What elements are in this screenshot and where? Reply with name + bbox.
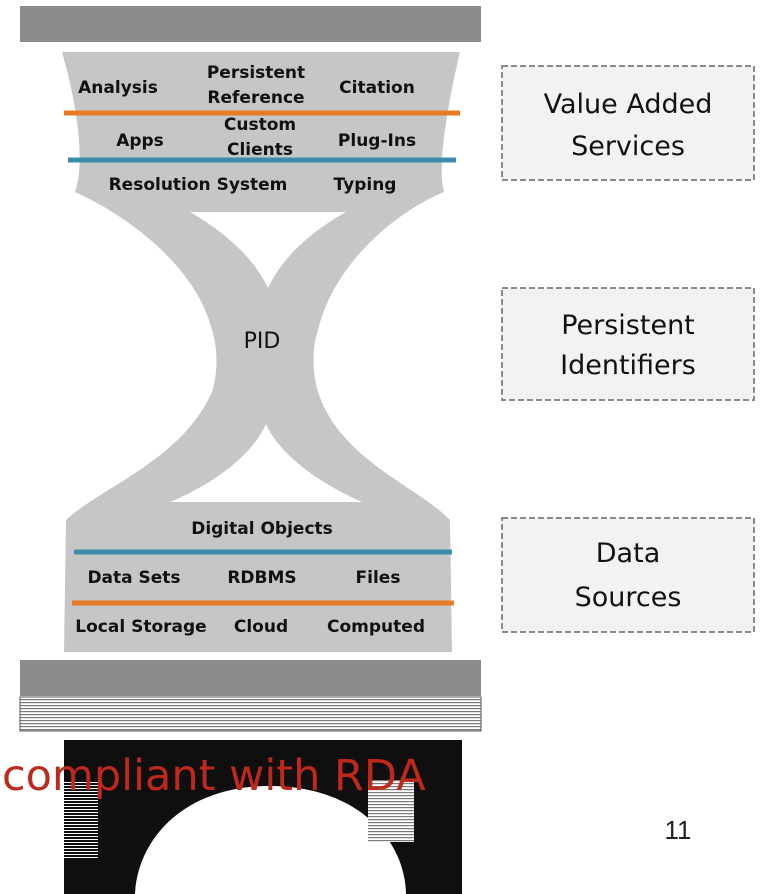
label-typing: Typing: [334, 175, 397, 195]
box-data-sources: [501, 517, 755, 633]
box-data-sources-line1: Data: [596, 538, 660, 569]
label-apps: Apps: [116, 131, 164, 151]
label-custom: Custom: [224, 115, 296, 135]
label-pid: PID: [244, 329, 281, 354]
label-analysis: Analysis: [78, 78, 158, 98]
label-plug-ins: Plug-Ins: [338, 131, 416, 151]
label-cloud: Cloud: [234, 617, 288, 637]
label-rdbms: RDBMS: [227, 568, 296, 588]
bottom-cap-stripes: [19, 696, 482, 732]
base-stand: [64, 740, 462, 894]
label-computed: Computed: [327, 617, 425, 637]
label-data-sets: Data Sets: [87, 568, 180, 588]
box-value-added-line1: Value Added: [544, 89, 713, 120]
label-digital-objects: Digital Objects: [191, 519, 333, 539]
box-value-added-services: [501, 65, 755, 181]
top-hollow: [190, 212, 346, 288]
page-number: 11: [665, 815, 692, 845]
label-clients: Clients: [227, 140, 293, 160]
label-citation: Citation: [339, 78, 415, 98]
box-data-sources-line2: Sources: [575, 582, 682, 613]
label-local-storage: Local Storage: [75, 617, 206, 637]
box-persistent-identifiers: [501, 287, 755, 401]
base-stripes-left: [64, 780, 98, 860]
box-persistent-line1: Persistent: [561, 310, 695, 341]
bottom-hollow: [170, 424, 362, 502]
label-resolution-system: Resolution System: [109, 175, 288, 195]
base-stripes-right: [368, 780, 414, 842]
top-cap: [20, 6, 481, 42]
box-value-added-line2: Services: [571, 131, 685, 162]
bottom-cap: [20, 660, 481, 696]
label-files: Files: [356, 568, 401, 588]
box-persistent-line2: Identifiers: [560, 350, 696, 381]
label-persistent: Persistent: [207, 63, 305, 83]
overlay-compliant-text: compliant with RDA: [2, 751, 426, 801]
label-reference: Reference: [207, 88, 304, 108]
